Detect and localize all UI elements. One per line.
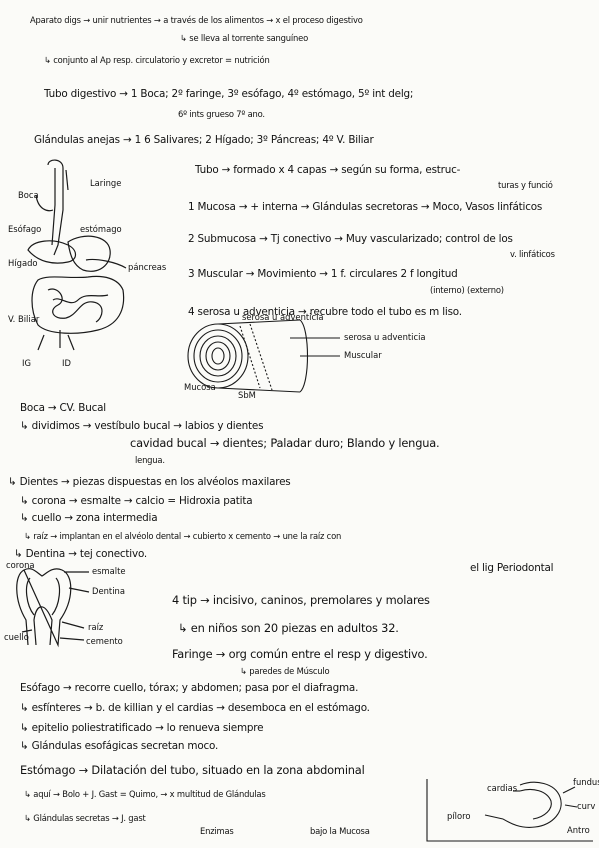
label-cemento: cemento <box>86 636 123 646</box>
label-piloro: píloro <box>447 811 471 821</box>
label-serosa-adventicia: serosa u adventicia <box>344 332 426 342</box>
note-line-boca: Boca → CV. Bucal <box>20 402 106 414</box>
note-line-periodontal: el lig Periodontal <box>470 562 554 574</box>
note-line-serosa: 4 serosa u adventicia → recubre todo el … <box>188 306 462 318</box>
note-line-capas: Tubo → formado x 4 capas → según su form… <box>195 164 461 176</box>
note-line-estomago: Estómago → Dilatación del tubo, situado … <box>20 763 365 777</box>
label-muscular: Muscular <box>344 350 382 360</box>
note-line-tubo: Tubo digestivo → 1 Boca; 2º faringe, 3º … <box>44 88 414 100</box>
note-line-glandulas-esof: ↳ Glándulas esofágicas secretan moco. <box>20 740 219 752</box>
label-sbm: SbM <box>238 390 256 400</box>
note-line-lengua: lengua. <box>135 455 165 465</box>
label-v-biliar: V. Biliar <box>8 314 40 324</box>
label-ig: IG <box>22 358 31 368</box>
note-line-conjunto: ↳ conjunto al Ap resp. circulatorio y ex… <box>44 55 270 65</box>
note-line-esofago: Esófago → recorre cuello, tórax; y abdom… <box>20 682 359 694</box>
note-line-tubo-2: 6º ints grueso 7º ano. <box>178 109 265 119</box>
note-line-dividimos: ↳ dividimos → vestíbulo bucal → labios y… <box>20 420 264 432</box>
note-line-aparato: Aparato digs → unir nutrientes → a travé… <box>30 15 363 25</box>
note-line-faringe: Faringe → org común entre el resp y dige… <box>172 647 428 661</box>
label-antro: Antro <box>567 825 590 835</box>
label-laringe: Laringe <box>90 178 122 188</box>
label-curv: curv <box>577 801 596 811</box>
note-line-muscular-2: (interno) (externo) <box>430 285 504 295</box>
label-raiz: raíz <box>88 622 104 632</box>
note-line-submucosa-2: v. linfáticos <box>510 249 555 259</box>
note-line-faringe-2: ↳ paredes de Músculo <box>240 666 330 676</box>
note-line-submucosa: 2 Submucosa → Tj conectivo → Muy vascula… <box>188 233 513 245</box>
note-line-ninos: ↳ en niños son 20 piezas en adultos 32. <box>178 621 399 635</box>
tooth-sketch: corona esmalte Dentina raíz cuello cemen… <box>4 560 169 650</box>
note-line-bajo-mucosa: bajo la Mucosa <box>310 826 370 836</box>
label-dentina: Dentina <box>92 586 125 596</box>
note-line-cuello: ↳ cuello → zona intermedia <box>20 512 158 524</box>
tube-layers-sketch: serosa u adventicia serosa u adventicia … <box>180 312 430 403</box>
note-line-glandulas: Glándulas anejas → 1 6 Salivares; 2 Híga… <box>34 134 374 146</box>
note-line-mucosa: 1 Mucosa → + interna → Glándulas secreto… <box>188 201 543 213</box>
note-line-aqui: ↳ aquí → Bolo + J. Gast = Quimo, → x mul… <box>24 789 266 799</box>
note-line-esfinteres: ↳ esfínteres → b. de killian y el cardia… <box>20 702 370 714</box>
label-higado: Hígado <box>8 258 38 268</box>
label-serosa-adventicia-small: serosa u adventicia <box>242 312 324 322</box>
note-line-muscular: 3 Muscular → Movimiento → 1 f. circulare… <box>188 268 458 280</box>
note-line-torrente: ↳ se lleva al torrente sanguíneo <box>180 33 308 43</box>
label-cardias: cardias <box>487 783 518 793</box>
label-estomago: estómago <box>80 224 122 234</box>
note-line-dentina: ↳ Dentina → tej conectivo. <box>14 548 148 560</box>
note-line-dientes: ↳ Dientes → piezas dispuestas en los alv… <box>8 476 291 488</box>
label-cuello: cuello <box>4 632 29 642</box>
label-id: ID <box>62 358 71 368</box>
label-mucosa: Mucosa <box>184 382 216 392</box>
note-line-capas-2: turas y funció <box>498 180 553 190</box>
note-line-tip: 4 tip → incisivo, caninos, premolares y … <box>172 593 430 607</box>
note-line-cavidad: cavidad bucal → dientes; Paladar duro; B… <box>130 436 440 450</box>
label-pancreas: páncreas <box>128 262 167 272</box>
digestive-system-sketch: Laringe Boca Esófago estómago Hígado pán… <box>8 150 178 390</box>
note-line-epitelio: ↳ epitelio poliestratificado → lo renuev… <box>20 722 264 734</box>
note-line-glandulas-secret: ↳ Glándulas secretas → J. gast <box>24 813 146 823</box>
note-line-enzimas: Enzimas <box>200 826 234 836</box>
stomach-sketch: cardias fundus curv píloro Antro <box>425 775 599 845</box>
note-line-raiz: ↳ raíz → implantan en el alvéolo dental … <box>24 531 342 541</box>
label-boca: Boca <box>18 190 39 200</box>
note-line-corona: ↳ corona → esmalte → calcio = Hidroxia p… <box>20 495 253 507</box>
label-esmalte: esmalte <box>92 566 126 576</box>
label-esofago: Esófago <box>8 224 42 234</box>
label-fundus: fundus <box>573 777 599 787</box>
label-corona: corona <box>6 560 35 570</box>
